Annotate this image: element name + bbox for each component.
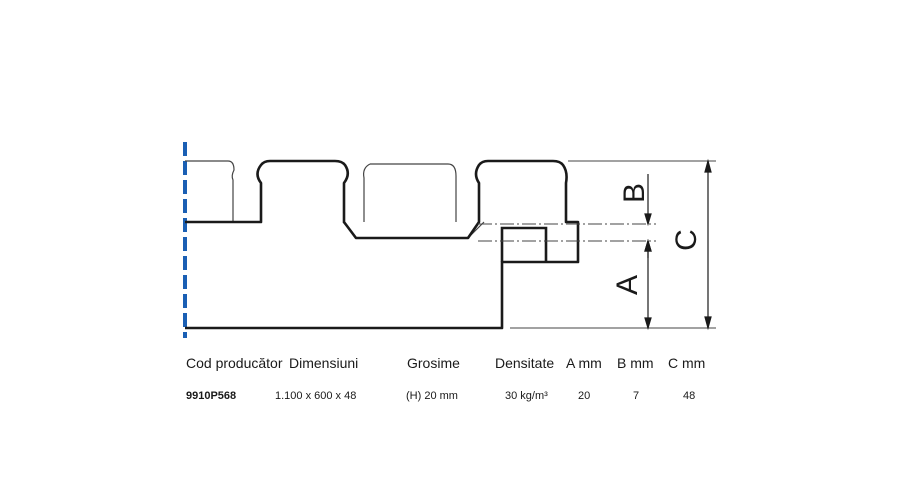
header-c-mm: C mm bbox=[668, 355, 706, 371]
inner-contour-lines bbox=[185, 160, 485, 237]
value-thickness: (H) 20 mm bbox=[406, 390, 458, 402]
profile-cross-section-drawing: B A C bbox=[183, 142, 716, 338]
value-a: 20 bbox=[578, 390, 591, 402]
extension-lines bbox=[510, 160, 716, 329]
header-thickness: Grosime bbox=[407, 355, 460, 371]
dimension-c bbox=[704, 158, 712, 331]
dimension-label-b: B bbox=[618, 183, 651, 203]
value-c: 48 bbox=[683, 390, 696, 402]
value-density: 30 kg/m³ bbox=[505, 390, 548, 402]
header-b-mm: B mm bbox=[617, 355, 654, 371]
header-code: Cod producător bbox=[186, 355, 283, 371]
header-dimensions: Dimensiuni bbox=[289, 355, 359, 371]
value-b: 7 bbox=[633, 390, 640, 402]
header-a-mm: A mm bbox=[566, 355, 602, 371]
value-dimensions: 1.100 x 600 x 48 bbox=[275, 390, 357, 402]
profile-outline bbox=[185, 159, 580, 330]
value-code: 9910P568 bbox=[186, 390, 237, 402]
reference-lines bbox=[478, 223, 656, 242]
profile-tongue bbox=[500, 226, 548, 262]
dimension-label-c: C bbox=[670, 229, 703, 251]
dimension-a bbox=[644, 238, 652, 331]
header-density: Densitate bbox=[495, 355, 555, 371]
dimension-label-a: A bbox=[611, 275, 644, 295]
